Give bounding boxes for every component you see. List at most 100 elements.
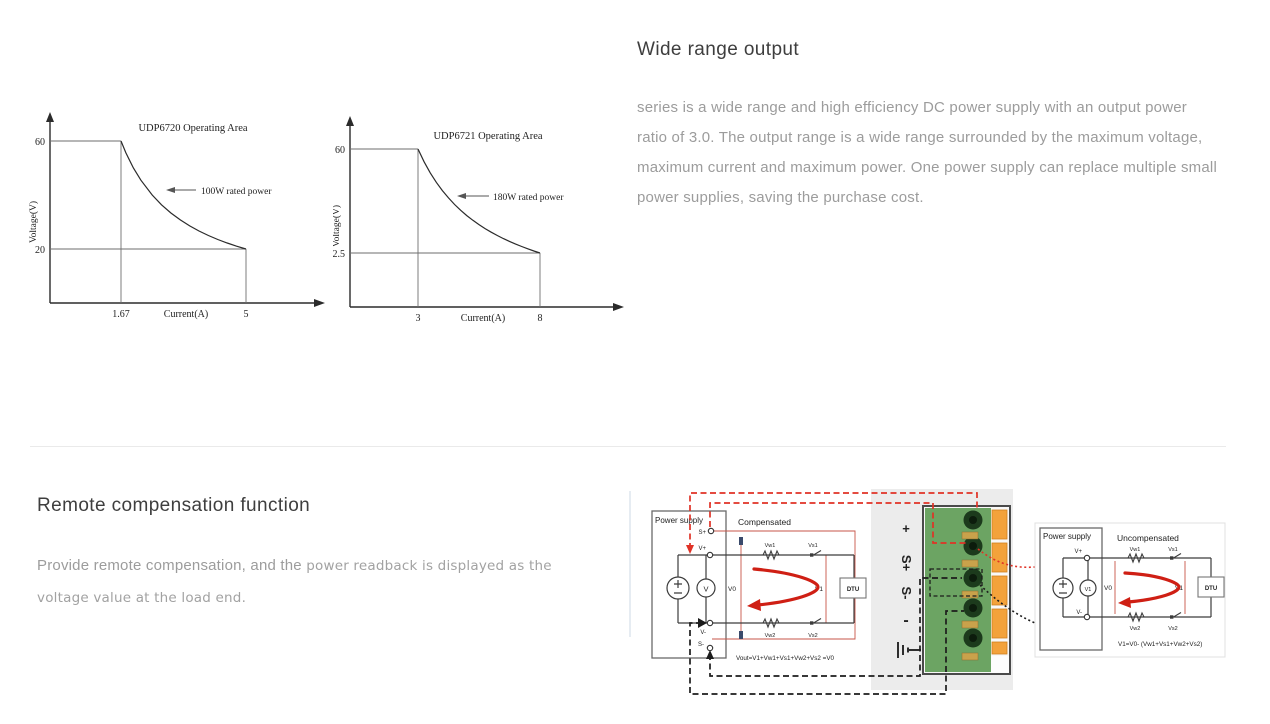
red-feedback-arrow [752, 567, 820, 607]
section-divider [30, 446, 1226, 447]
terminal-block-panel: + S+ S- - [871, 489, 1013, 690]
wide-range-body: series is a wide range and high efficien… [637, 99, 1217, 206]
switch-vs1 [809, 549, 822, 558]
x-axis-arrow-icon [314, 299, 325, 307]
vs1-label: Vs1 [1168, 547, 1177, 553]
s-minus-label: S- [698, 642, 704, 648]
terminal-v-plus [1083, 554, 1091, 562]
label-minus: - [903, 612, 908, 629]
chart2-power-curve [417, 148, 541, 254]
dtu-label: DTU [847, 587, 859, 593]
v-plus-label: V+ [1074, 549, 1082, 555]
chart2-ytick-225: 22.5 [333, 249, 345, 260]
black-dashed-sminus-wire [709, 577, 962, 677]
vw1-label: Vw1 [765, 543, 776, 549]
vs1-label: Vs1 [808, 543, 817, 549]
compensated-formula: Vout=V1+Vw1+Vs1+Vw2+Vs2 =V0 [736, 655, 835, 662]
chart2-guides [350, 148, 541, 307]
y-axis-arrow-icon [46, 112, 54, 122]
power-supply-box [1039, 527, 1103, 651]
red-dashed-vplus-wire [689, 492, 978, 549]
chart-udp6721: UDP6721 Operating Area 60 22.5 Voltage(V… [333, 116, 624, 324]
block-notch [991, 656, 1009, 673]
compensated-circuit: Power supply Compensated V S+ [651, 510, 867, 662]
terminal-labels: + S+ S- - [899, 521, 914, 629]
voltmeter-icon [696, 578, 716, 598]
black-dashed-vminus-wire [689, 610, 964, 695]
red-arrowhead-icon [686, 545, 694, 554]
terminal-pads [961, 531, 979, 661]
remote-body-part1: Provide remote compensation, and the [37, 557, 307, 574]
chart2-annotation-arrow [457, 193, 489, 199]
terminal-s-plus [707, 527, 715, 535]
uncompensated-label: Uncompensated [1117, 533, 1179, 543]
power-supply-label: Power supply [655, 516, 703, 525]
red-arrowhead-icon [1118, 597, 1131, 608]
terminal-s-minus [706, 644, 714, 652]
source-polarity [1059, 580, 1067, 594]
v1-label: V1 [815, 586, 823, 593]
chart2-annotation: 180W rated power [493, 193, 564, 203]
chart1-xtick-167: 1.67 [112, 309, 130, 320]
terminal-block-green [925, 508, 991, 672]
chart1-power-curve [120, 140, 247, 250]
terminal-levers [991, 509, 1008, 655]
uncompensated-circuit: Power supply Uncompensated V1 V+ V- V0 V… [1034, 522, 1226, 658]
chart2-xlabel: Current(A) [461, 313, 505, 324]
chart1-xtick-5: 5 [244, 309, 249, 320]
black-arrowhead-icon [706, 650, 714, 659]
voltmeter-label: V [703, 585, 708, 594]
switch-vs2 [809, 617, 822, 626]
vw1-label: Vw1 [1130, 547, 1141, 553]
dtu-label: DTU [1205, 586, 1217, 592]
ground-icon [897, 642, 921, 658]
chart2-xtick-8: 8 [538, 313, 543, 324]
chart2-axes [346, 116, 624, 311]
chart2-ylabel: Voltage(V) [333, 205, 342, 247]
vw2-label: Vw2 [1130, 626, 1141, 632]
chart1-axes [46, 112, 325, 307]
chart1-title: UDP6720 Operating Area [138, 123, 247, 134]
compensated-label: Compensated [738, 517, 791, 527]
uncompensated-formula: V1=V0- (Vw1+Vs1+Vw2+Vs2) [1118, 641, 1202, 648]
chart2-xtick-3: 3 [416, 313, 421, 324]
label-s-plus: S+ [899, 555, 914, 572]
chart1-annotation: 100W rated power [201, 187, 272, 197]
chart2-title: UDP6721 Operating Area [433, 131, 542, 142]
terminal-v-minus [706, 619, 714, 627]
remote-compensation-heading: Remote compensation function [37, 495, 311, 516]
chart1-guides [50, 140, 247, 303]
terminal-v-minus [1083, 613, 1091, 621]
chart2-ytick-60: 60 [335, 145, 345, 156]
black-dashed-box [929, 568, 983, 597]
chart1-ytick-20: 20 [35, 245, 45, 256]
label-plus: + [902, 521, 910, 536]
power-supply-box [651, 510, 727, 659]
s-plus-label: S+ [698, 530, 706, 536]
remote-compensation-diagram: Power supply Compensated V S+ [629, 489, 1226, 695]
v0-label: V0 [1104, 585, 1112, 592]
red-feedback-arrow [1123, 571, 1181, 604]
chart1-annotation-arrow [166, 187, 196, 193]
remote-compensation-body: Provide remote compensation, and the pow… [37, 550, 597, 614]
terminal-v-plus [706, 551, 714, 559]
chart1-ytick-60: 60 [35, 137, 45, 148]
connector-mark [739, 537, 743, 545]
chart1-ylabel: Voltage(V) [28, 201, 39, 243]
vw2-label: Vw2 [765, 633, 776, 639]
connector-mark [739, 631, 743, 639]
terminal-screws [963, 510, 983, 648]
power-supply-label: Power supply [1043, 532, 1091, 541]
wide-range-heading: Wide range output [637, 39, 800, 60]
v0-label: V0 [728, 586, 736, 593]
vs2-label: Vs2 [1168, 626, 1177, 632]
dtu-box [839, 577, 867, 599]
voltmeter-label: V1 [1085, 587, 1092, 593]
v-minus-label: V- [1076, 610, 1082, 616]
v-minus-label: V- [700, 630, 706, 636]
chart1-xlabel: Current(A) [164, 309, 208, 320]
chart-udp6720: UDP6720 Operating Area 60 20 Voltage(V) … [28, 112, 325, 320]
y-axis-arrow-icon [346, 116, 354, 126]
vs2-label: Vs2 [808, 633, 817, 639]
